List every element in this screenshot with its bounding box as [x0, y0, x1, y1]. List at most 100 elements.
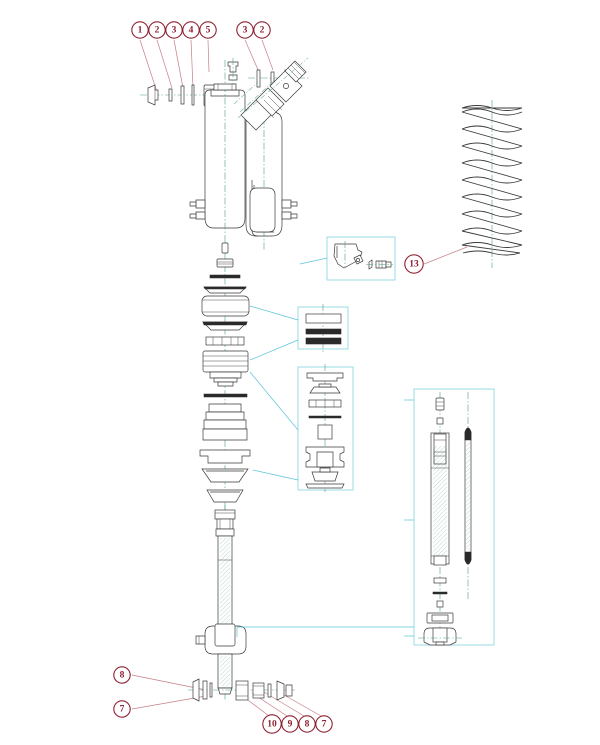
callout-label: 9: [288, 719, 293, 729]
callout-circle[interactable]: [315, 715, 333, 733]
callout-circle[interactable]: [113, 666, 131, 684]
part-bowl-seal-upper: [201, 468, 249, 483]
leader-lines: [131, 39, 468, 717]
callout-label: 13: [409, 259, 419, 269]
detail-box-damper-rod: [404, 388, 495, 646]
detail-rod-spacer: [426, 612, 454, 624]
callout-label: 3: [243, 25, 248, 35]
callout-3[interactable]: 3: [236, 21, 254, 39]
callout-circle[interactable]: [262, 714, 282, 734]
detail-rod-nut: [435, 397, 445, 411]
callout-circle[interactable]: [113, 700, 131, 718]
callout-1[interactable]: 1: [131, 21, 149, 39]
part-top-fitting: [227, 58, 239, 84]
detail-shim-2: [305, 328, 342, 335]
part-bottom-cap-left: [192, 678, 200, 702]
callout-label: 7: [322, 719, 327, 729]
callout-13[interactable]: 13: [404, 254, 424, 274]
callout-label: 4: [189, 25, 194, 35]
callout-7[interactable]: 7: [113, 700, 131, 718]
detail-box-valve-stack: [249, 364, 354, 492]
detail-valve-body-f: [305, 446, 345, 468]
callout-circle[interactable]: [281, 715, 299, 733]
callout-8[interactable]: 8: [298, 715, 316, 733]
callout-circle[interactable]: [148, 21, 166, 39]
detail-valve-dome-b: [309, 383, 341, 394]
callout-circle[interactable]: [253, 21, 271, 39]
callout-2[interactable]: 2: [253, 21, 271, 39]
part-shaft-top-fitting: [214, 509, 236, 537]
callout-circle[interactable]: [199, 21, 217, 39]
part-stepped-piston: [202, 350, 249, 387]
callout-5[interactable]: 5: [199, 21, 217, 39]
bottom-eyelet-hardware-group: [188, 678, 295, 702]
callout-label: 2: [260, 25, 265, 35]
part-cap-1: [147, 84, 159, 106]
piston-seal-stack-group: [199, 240, 251, 510]
callout-7[interactable]: 7: [315, 715, 333, 733]
callout-8[interactable]: 8: [113, 666, 131, 684]
part-bottom-washer-left: [202, 680, 208, 700]
part-coil-spring: [461, 105, 523, 256]
detail-valve-block-e: [317, 424, 333, 440]
callout-circle[interactable]: [165, 21, 183, 39]
part-dished-seal: [202, 321, 248, 331]
part-stack-shim-a: [209, 274, 241, 279]
callout-label: 3: [172, 25, 177, 35]
part-washer-3b: [256, 69, 261, 88]
detail-valve-cup-g: [311, 467, 339, 482]
callout-9[interactable]: 9: [281, 715, 299, 733]
callout-circle[interactable]: [404, 254, 424, 274]
callout-3[interactable]: 3: [165, 21, 183, 39]
detail-shim-1: [305, 313, 342, 324]
reservoir-body-group: [189, 57, 309, 250]
part-flanged-cup: [199, 449, 251, 464]
part-stack-pin: [221, 242, 229, 254]
detail-valve-thinplate-d: [308, 415, 342, 419]
detail-valve-plate-h: [305, 483, 345, 489]
part-bottom-washer-c: [267, 683, 272, 698]
callout-10[interactable]: 10: [262, 714, 282, 734]
detail-shim-3: [305, 337, 342, 345]
detail-box-bracket-fitting: [299, 236, 396, 281]
part-bottom-bushing-b: [252, 682, 265, 699]
part-stack-dished-washer: [203, 286, 247, 294]
part-stack-nut: [216, 258, 234, 268]
part-bottom-bushing-a: [235, 680, 249, 701]
detail-rod-pin2: [436, 600, 444, 608]
callout-4[interactable]: 4: [182, 21, 200, 39]
callout-label: 5: [206, 25, 211, 35]
callout-circle[interactable]: [298, 715, 316, 733]
part-reservoir-bracket: [333, 241, 364, 269]
part-washer-2: [168, 88, 173, 102]
part-bottom-eyelet: [195, 623, 247, 695]
part-segmented-spacer: [205, 336, 245, 346]
part-bracket-bolt: [366, 259, 393, 270]
detail-rod-washer: [433, 577, 447, 584]
callout-circle[interactable]: [131, 21, 149, 39]
part-bowl-seal-lower: [206, 489, 244, 503]
callout-label: 10: [267, 719, 277, 729]
detail-rod-eyelet: [418, 627, 462, 646]
part-piston-band: [201, 295, 250, 317]
callout-label: 2: [155, 25, 160, 35]
damper-shaft-group: [195, 505, 414, 700]
callout-circle[interactable]: [182, 21, 200, 39]
callout-label: 8: [120, 670, 125, 680]
coil-spring-group: [461, 100, 523, 268]
callout-label: 1: [138, 25, 143, 35]
part-bottom-cap-right: [276, 680, 285, 701]
part-plate-4: [191, 84, 195, 106]
part-bottom-endcap: [285, 684, 293, 697]
part-bottom-thin-left: [209, 682, 213, 698]
part-angled-adjuster: [237, 57, 309, 131]
part-stepped-bushing: [202, 403, 248, 441]
detail-needle-rod: [464, 427, 472, 565]
callout-2[interactable]: 2: [148, 21, 166, 39]
callout-circle[interactable]: [236, 21, 254, 39]
detail-box-shim-stack: [249, 304, 349, 361]
callout-label: 7: [120, 704, 125, 714]
